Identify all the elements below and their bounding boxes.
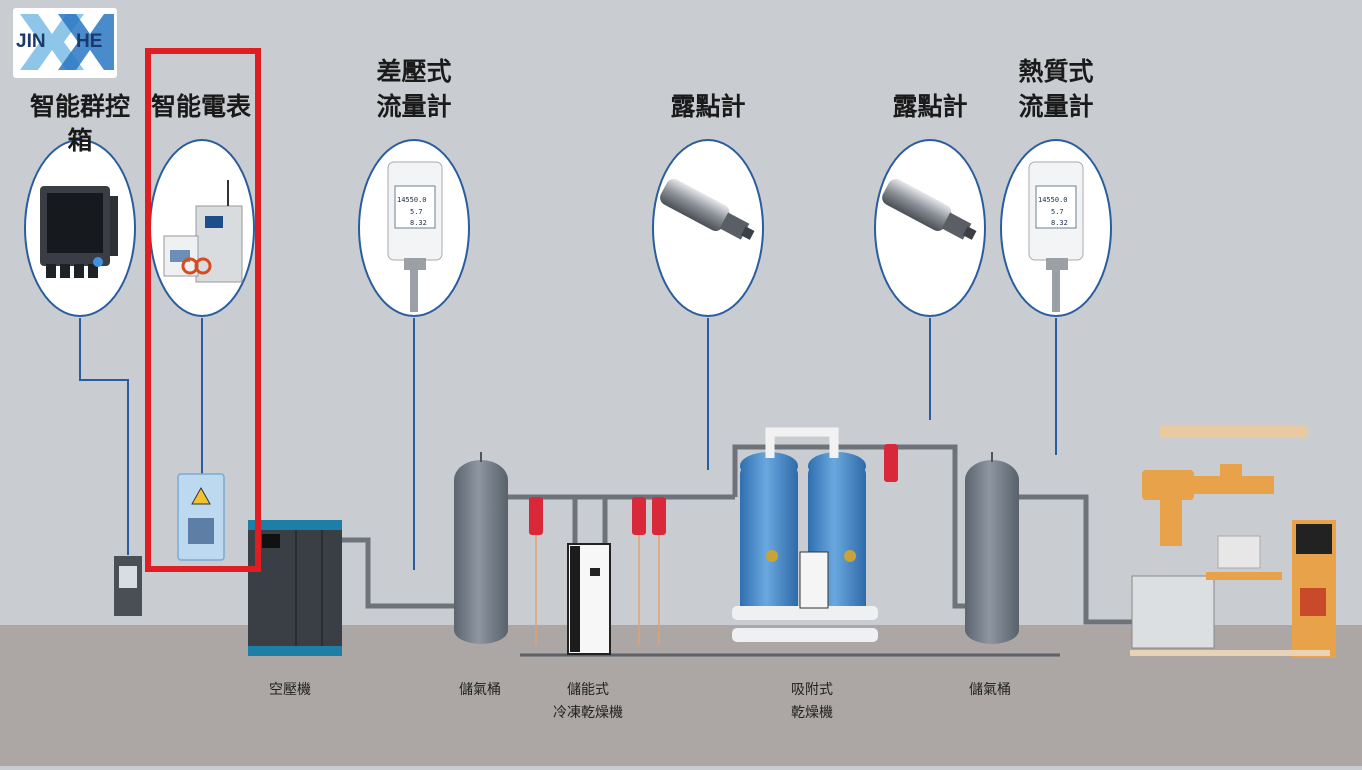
storage-tank-icon-2 <box>965 452 1019 644</box>
smart-controller-icon <box>40 186 118 278</box>
air-pipe <box>342 444 1140 625</box>
storage-tank-icon-1 <box>454 452 508 644</box>
label-adsorption-dryer-line1: 吸附式 <box>791 682 833 698</box>
label-air-compressor: 空壓機 <box>269 682 311 698</box>
wall-background <box>0 0 1362 625</box>
jinhe-logo <box>13 8 117 78</box>
factory-equipment-icon <box>1130 426 1336 658</box>
air-compressor-icon <box>248 520 342 656</box>
label-dew-point-1: 露點計 <box>670 92 746 121</box>
adsorption-dryer-icon <box>732 427 878 642</box>
dew-point-sensor-icon-2 <box>882 178 977 240</box>
label-storage-tank-2: 儲氣桶 <box>969 682 1011 698</box>
logo-text-left: JIN <box>16 31 46 52</box>
label-diff-pressure-line1: 差壓式 <box>376 57 452 86</box>
thermal-display-value-3: 8.32 <box>1051 219 1068 227</box>
thermal-display-value-1: 14550.0 <box>1038 196 1068 204</box>
meter-display-value-1: 14550.0 <box>397 196 427 204</box>
label-smart-controller: 智能群控箱 <box>29 92 130 155</box>
diff-pressure-flowmeter-icon: 14550.0 5.7 8.32 <box>387 161 443 312</box>
smart-meter-icon <box>163 180 243 283</box>
label-smart-meter: 智能電表 <box>150 92 251 121</box>
label-dew-point-2: 露點計 <box>892 92 968 121</box>
meter-display-value-2: 5.7 <box>410 208 423 216</box>
label-diff-pressure-line2: 流量計 <box>376 92 452 121</box>
refrigerated-dryer-icon <box>567 543 611 655</box>
dew-point-sensor-icon-1 <box>660 178 755 240</box>
label-storage-tank-1: 儲氣桶 <box>459 682 501 698</box>
logo-text-right: HE <box>76 31 103 52</box>
label-thermal-line2: 流量計 <box>1018 92 1094 121</box>
meter-wall-box <box>177 473 225 561</box>
label-adsorption-dryer-line2: 乾燥機 <box>791 705 833 721</box>
label-refrigerated-dryer-line2: 冷凍乾燥機 <box>553 705 623 721</box>
controller-wall-box <box>114 556 142 616</box>
thermal-flowmeter-icon: 14550.0 5.7 8.32 <box>1028 161 1084 312</box>
label-thermal-line1: 熱質式 <box>1018 57 1094 86</box>
filters-group <box>529 444 898 645</box>
label-refrigerated-dryer-line1: 儲能式 <box>567 682 609 698</box>
meter-display-value-3: 8.32 <box>410 219 427 227</box>
thermal-display-value-2: 5.7 <box>1051 208 1064 216</box>
smart-meter-highlight-frame <box>145 48 261 572</box>
signal-lines <box>79 318 1057 570</box>
